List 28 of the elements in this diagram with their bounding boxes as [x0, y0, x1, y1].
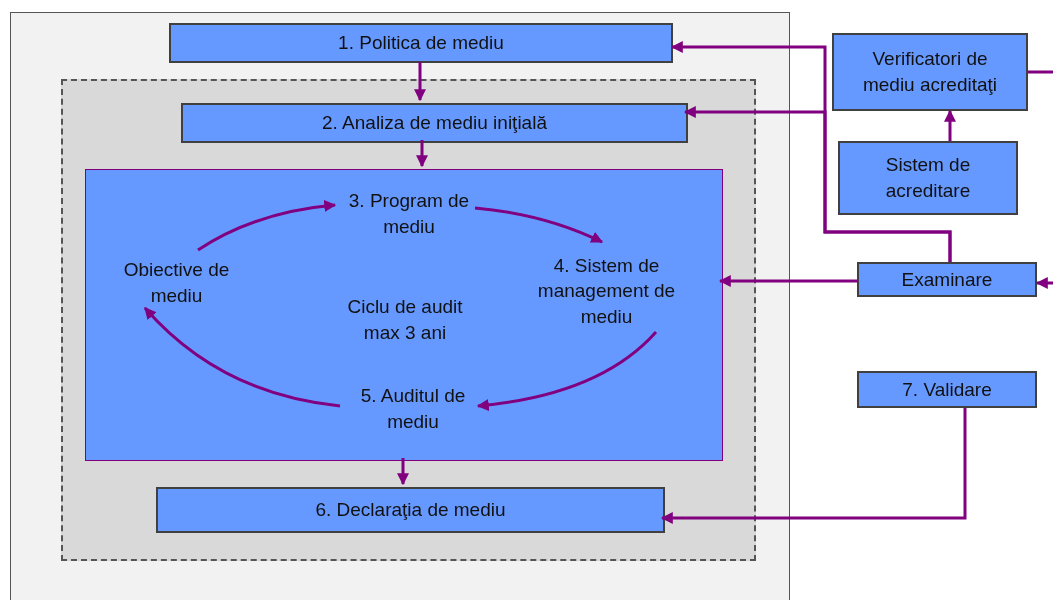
process-box: Examinare — [857, 262, 1037, 297]
cycle-label: Ciclu de audit max 3 ani — [346, 295, 464, 345]
arrow — [416, 140, 428, 168]
cycle-panel — [85, 169, 723, 461]
arrow — [944, 109, 956, 141]
process-box: Sistem de acreditare — [838, 141, 1018, 215]
outer-panel — [10, 12, 790, 600]
arrow — [474, 206, 604, 244]
process-box: 1. Politica de mediu — [169, 23, 673, 63]
process-box: 7. Validare — [857, 371, 1037, 408]
arrow — [683, 106, 952, 262]
arrow — [143, 307, 341, 408]
cycle-step-text: Obiective de mediu — [114, 254, 239, 312]
process-box: 2. Analiza de mediu iniţială — [181, 103, 688, 143]
arrow — [718, 275, 857, 287]
cycle-step-text: 4. Sistem de management de mediu — [519, 246, 694, 336]
cycle-step-text: 3. Program de mediu — [339, 184, 479, 244]
process-box: Verificatori de mediu acreditaţi — [832, 33, 1028, 111]
arrow — [1035, 277, 1053, 289]
process-box: 6. Declaraţia de mediu — [156, 487, 665, 533]
cycle-step-text: 5. Auditul de mediu — [344, 378, 482, 440]
arrow — [414, 62, 426, 102]
dashed-region — [61, 79, 756, 561]
connector-line — [1028, 70, 1053, 74]
arrow — [476, 330, 658, 411]
arrow — [660, 408, 967, 524]
arrow — [197, 200, 337, 252]
arrow — [397, 458, 409, 486]
